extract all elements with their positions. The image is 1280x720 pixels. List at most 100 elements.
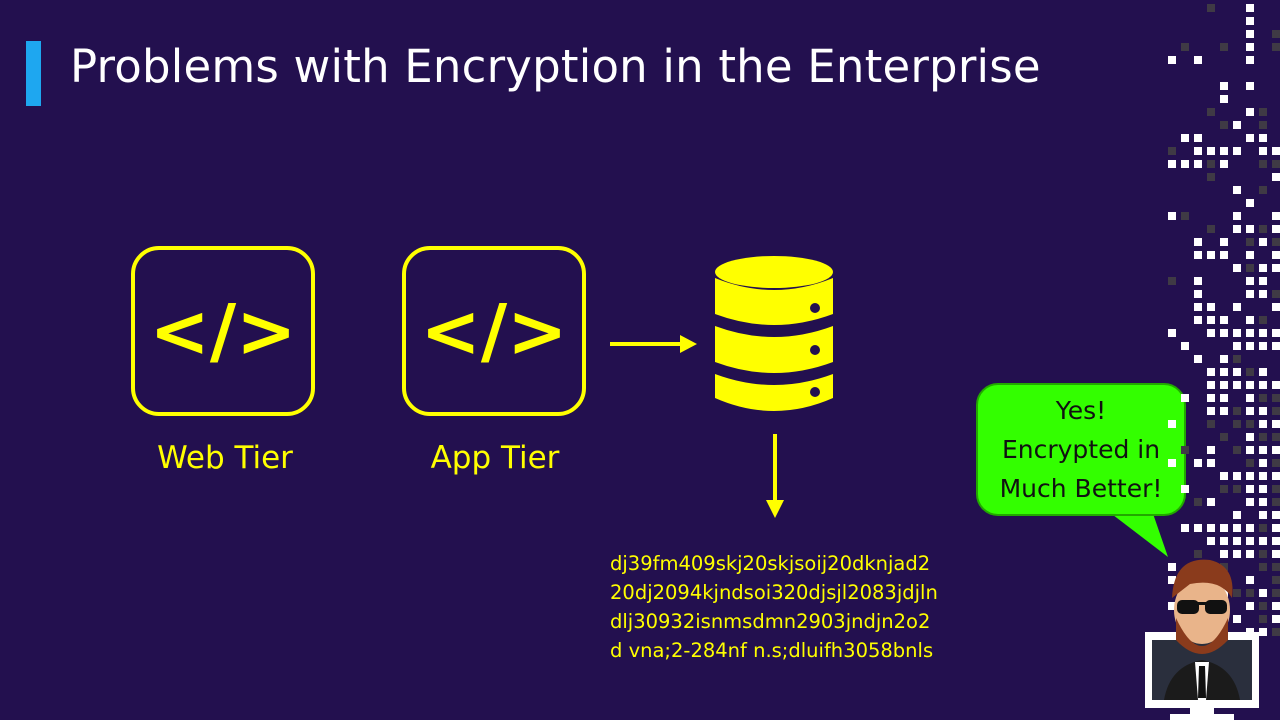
pixel-dot [1246, 602, 1254, 610]
pixel-dot [1207, 381, 1215, 389]
pixel-dot [1220, 485, 1228, 493]
pixel-dot [1194, 238, 1202, 246]
pixel-dot [1272, 485, 1280, 493]
pixel-dot [1272, 563, 1280, 571]
pixel-dot [1246, 30, 1254, 38]
pixel-dot [1259, 342, 1267, 350]
pixel-dot [1246, 342, 1254, 350]
pixel-dot [1259, 160, 1267, 168]
pixel-dot [1233, 472, 1241, 480]
pixel-dot [1194, 277, 1202, 285]
pixel-dot [1246, 433, 1254, 441]
pixel-dot [1246, 394, 1254, 402]
pixel-dot [1207, 251, 1215, 259]
pixel-dot [1168, 459, 1176, 467]
pixel-dot [1233, 615, 1241, 623]
pixel-dot [1246, 82, 1254, 90]
pixel-dot [1272, 433, 1280, 441]
pixel-dot [1246, 17, 1254, 25]
title-accent-bar [26, 41, 41, 106]
pixel-dot [1272, 498, 1280, 506]
pixel-dot [1168, 420, 1176, 428]
pixel-dot [1168, 147, 1176, 155]
pixel-dot [1233, 355, 1241, 363]
pixel-dot [1272, 329, 1280, 337]
pixel-dot [1259, 524, 1267, 532]
ciphertext-line: 20dj2094kjndsoi320djsjl2083jdjln [610, 581, 938, 604]
pixel-dot [1272, 589, 1280, 597]
pixel-dot [1259, 329, 1267, 337]
pixel-dot [1207, 108, 1215, 116]
database-icon [715, 256, 833, 411]
pixel-dot [1233, 537, 1241, 545]
pixel-dot [1233, 186, 1241, 194]
pixel-dot [1246, 199, 1254, 207]
pixel-dot [1220, 329, 1228, 337]
pixel-dot [1259, 121, 1267, 129]
pixel-dot [1246, 550, 1254, 558]
pixel-dot [1181, 485, 1189, 493]
pixel-dot [1233, 511, 1241, 519]
pixel-dot [1181, 160, 1189, 168]
pixel-dot [1246, 238, 1254, 246]
pixel-dot [1207, 147, 1215, 155]
pixel-dot [1233, 147, 1241, 155]
pixel-dot [1207, 160, 1215, 168]
pixel-dot [1194, 56, 1202, 64]
pixel-dot [1259, 602, 1267, 610]
pixel-dot [1207, 303, 1215, 311]
slide-title: Problems with Encryption in the Enterpri… [70, 40, 1041, 93]
pixel-dot [1259, 381, 1267, 389]
pixel-dot [1220, 251, 1228, 259]
pixel-dot [1259, 537, 1267, 545]
pixel-dot [1168, 277, 1176, 285]
pixel-dot [1233, 381, 1241, 389]
ciphertext-line: d vna;2-284nf n.s;dluifh3058bnls [610, 639, 934, 662]
pixel-dot [1207, 225, 1215, 233]
pixel-dot [1246, 498, 1254, 506]
pixel-dot [1272, 30, 1280, 38]
pixel-dot [1246, 446, 1254, 454]
pixel-dot [1220, 381, 1228, 389]
pixel-dot [1246, 589, 1254, 597]
pixel-dot [1246, 407, 1254, 415]
pixel-dot [1233, 446, 1241, 454]
pixel-dot [1259, 264, 1267, 272]
pixel-dot [1207, 459, 1215, 467]
pixel-dot [1220, 472, 1228, 480]
pixel-dot [1194, 498, 1202, 506]
pixel-dot [1220, 394, 1228, 402]
pixel-dot [1272, 212, 1280, 220]
pixel-dot [1246, 316, 1254, 324]
pixel-dot [1168, 329, 1176, 337]
pixel-dot [1220, 95, 1228, 103]
pixel-dot [1207, 537, 1215, 545]
pixel-dot [1168, 160, 1176, 168]
pixel-dot [1220, 238, 1228, 246]
pixel-dot [1168, 602, 1176, 610]
pixel-dot [1259, 446, 1267, 454]
pixel-dot [1220, 316, 1228, 324]
pixel-dot [1207, 446, 1215, 454]
pixel-dot [1207, 498, 1215, 506]
pixel-dot [1272, 160, 1280, 168]
pixel-dot [1246, 43, 1254, 51]
pixel-dot [1246, 277, 1254, 285]
pixel-dot [1194, 524, 1202, 532]
pixel-dot [1181, 43, 1189, 51]
pixel-dot [1220, 524, 1228, 532]
pixel-dot [1194, 459, 1202, 467]
app-tier-label: App Tier [430, 440, 560, 476]
pixel-dot [1272, 173, 1280, 181]
pixel-dot [1168, 212, 1176, 220]
pixel-dot [1233, 550, 1241, 558]
pixel-dot [1207, 329, 1215, 337]
pixel-dot [1259, 563, 1267, 571]
web-tier-label: Web Tier [157, 440, 293, 476]
pixel-dot [1246, 225, 1254, 233]
pixel-dot [1181, 342, 1189, 350]
pixel-dot [1233, 264, 1241, 272]
pixel-dot [1259, 420, 1267, 428]
pixel-dot [1259, 290, 1267, 298]
web-tier-box: </> [131, 246, 315, 416]
